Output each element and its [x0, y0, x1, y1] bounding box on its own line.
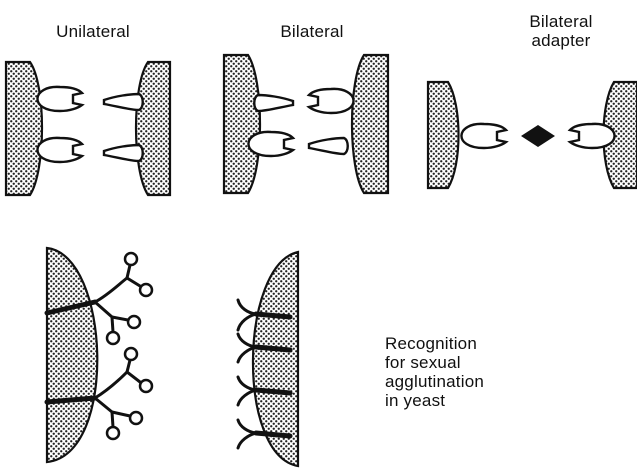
unilateral-right-cell-wall — [136, 62, 170, 195]
ring-tip — [125, 348, 137, 360]
adapter-molecule-diamond — [521, 125, 555, 147]
unilateral-panel — [6, 62, 170, 195]
ring-tip — [130, 412, 142, 424]
adapter-receptor-left — [461, 124, 506, 148]
bilateral-left-cell-wall — [224, 55, 260, 193]
bilateral-panel — [224, 55, 388, 193]
ring-tip — [107, 427, 119, 439]
bilateral-adapter-panel — [428, 82, 637, 188]
bilateral-right-cell-wall — [352, 55, 388, 193]
yeast-left-cell-body — [47, 248, 97, 462]
bilateral-ligand-top — [254, 95, 293, 111]
ring-tip — [140, 380, 152, 392]
bilateral-receptor-bottom — [248, 132, 293, 156]
unilateral-left-cell-wall — [6, 62, 42, 195]
unilateral-ligand-bottom — [104, 145, 143, 161]
ring-tip — [128, 316, 140, 328]
adapter-left-cell-wall — [428, 82, 459, 188]
yeast-cell-right — [238, 252, 298, 466]
adapter-receptor-right — [570, 124, 615, 148]
unilateral-ligand-top — [104, 94, 143, 110]
bilateral-ligand-bottom — [309, 138, 348, 154]
unilateral-receptor-bottom — [37, 138, 82, 162]
ring-tip — [125, 253, 137, 265]
unilateral-receptor-top — [37, 87, 82, 111]
ring-tip — [140, 284, 152, 296]
ring-tip — [107, 332, 119, 344]
yeast-cell-left — [47, 248, 152, 462]
bilateral-receptor-top — [309, 89, 354, 113]
